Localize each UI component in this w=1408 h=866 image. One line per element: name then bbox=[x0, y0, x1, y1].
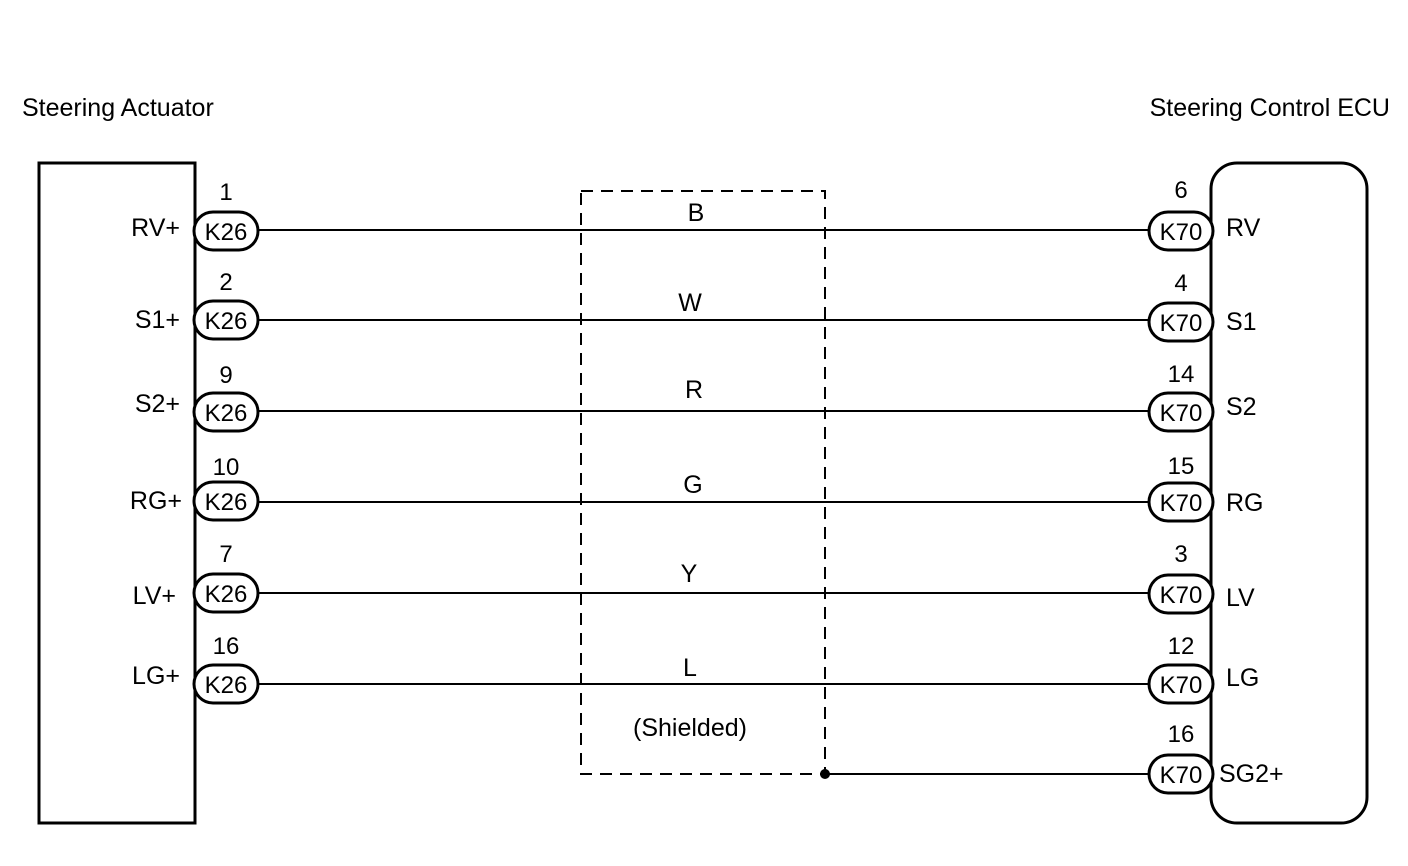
title-steering-control-ecu: Steering Control ECU bbox=[1150, 94, 1390, 122]
right-connector-oval bbox=[1147, 663, 1215, 705]
left-connector-oval bbox=[192, 210, 260, 252]
left-pin-number: 7 bbox=[219, 541, 232, 568]
right-connector-oval bbox=[1147, 391, 1215, 433]
right-connector-oval bbox=[1147, 481, 1215, 523]
right-terminal-label: SG2+ bbox=[1219, 760, 1284, 788]
right-pin-number: 16 bbox=[1168, 721, 1195, 748]
wire-row: LV+ 7 K26 Y 3 K70 LV bbox=[133, 541, 1255, 615]
right-terminal-label: LG bbox=[1226, 664, 1259, 692]
left-terminal-label: S1+ bbox=[135, 306, 180, 334]
left-terminal-label: S2+ bbox=[135, 390, 180, 418]
right-pin-number: 4 bbox=[1174, 270, 1187, 297]
left-connector-label: K26 bbox=[205, 400, 248, 427]
wire-row: S2+ 9 K26 R 14 K70 S2 bbox=[135, 361, 1257, 433]
wire-row: RV+ 1 K26 B 6 K70 RV bbox=[131, 177, 1261, 252]
left-terminal-label: RG+ bbox=[130, 487, 182, 515]
right-pin-number: 6 bbox=[1174, 177, 1187, 204]
right-terminal-label: RG bbox=[1226, 489, 1264, 517]
left-connector-label: K26 bbox=[205, 489, 248, 516]
wire-color-label: L bbox=[683, 654, 697, 682]
left-connector-oval bbox=[192, 663, 260, 705]
left-pin-number: 2 bbox=[219, 269, 232, 296]
wire-row: RG+ 10 K26 G 15 K70 RG bbox=[130, 453, 1264, 523]
shield-label: (Shielded) bbox=[633, 714, 747, 742]
wire-color-label: B bbox=[688, 199, 705, 227]
left-pin-number: 16 bbox=[213, 633, 240, 660]
right-connector-oval bbox=[1147, 210, 1215, 252]
shield-outline bbox=[580, 190, 826, 775]
wire-color-label: W bbox=[678, 289, 702, 317]
right-pin-number: 12 bbox=[1168, 633, 1195, 660]
right-terminal-label: S1 bbox=[1226, 308, 1257, 336]
left-terminal-label: RV+ bbox=[131, 214, 180, 242]
right-connector-label: K70 bbox=[1160, 672, 1203, 699]
left-terminal-label: LG+ bbox=[132, 662, 180, 690]
wire-color-label: R bbox=[685, 376, 703, 404]
wire-color-label: Y bbox=[681, 560, 698, 588]
left-pin-number: 10 bbox=[213, 454, 240, 481]
right-connector-label: K70 bbox=[1160, 582, 1203, 609]
title-steering-actuator: Steering Actuator bbox=[22, 94, 214, 122]
right-connector-label: K70 bbox=[1160, 490, 1203, 517]
left-connector-oval bbox=[192, 391, 260, 433]
right-connector-label: K70 bbox=[1160, 400, 1203, 427]
left-connector-oval bbox=[192, 572, 260, 614]
wire-row: LG+ 16 K26 L 12 K70 LG bbox=[132, 633, 1259, 705]
right-pin-number: 14 bbox=[1168, 361, 1195, 388]
right-terminal-label: LV bbox=[1226, 584, 1255, 612]
left-connector-oval bbox=[192, 299, 260, 341]
right-pin-number: 15 bbox=[1168, 453, 1195, 480]
right-terminal-label: S2 bbox=[1226, 393, 1257, 421]
right-connector-oval bbox=[1147, 573, 1215, 615]
right-connector-oval bbox=[1147, 753, 1215, 795]
right-connector-oval bbox=[1147, 301, 1215, 343]
wire-color-label: G bbox=[683, 471, 702, 499]
left-connector-oval bbox=[192, 480, 260, 522]
left-pin-number: 9 bbox=[219, 362, 232, 389]
left-connector-label: K26 bbox=[205, 308, 248, 335]
right-connector-label: K70 bbox=[1160, 219, 1203, 246]
right-pin-number: 3 bbox=[1174, 541, 1187, 568]
left-pin-number: 1 bbox=[219, 179, 232, 206]
right-connector-label: K70 bbox=[1160, 762, 1203, 789]
shield-ground-row: 16 K70 SG2+ bbox=[820, 721, 1284, 795]
left-terminal-label: LV+ bbox=[133, 582, 176, 610]
right-terminal-label: RV bbox=[1226, 214, 1261, 242]
right-connector-label: K70 bbox=[1160, 310, 1203, 337]
left-connector-label: K26 bbox=[205, 219, 248, 246]
left-connector-label: K26 bbox=[205, 672, 248, 699]
left-connector-label: K26 bbox=[205, 581, 248, 608]
shield-splice-dot bbox=[820, 769, 830, 779]
wire-row: S1+ 2 K26 W 4 K70 S1 bbox=[135, 269, 1257, 343]
